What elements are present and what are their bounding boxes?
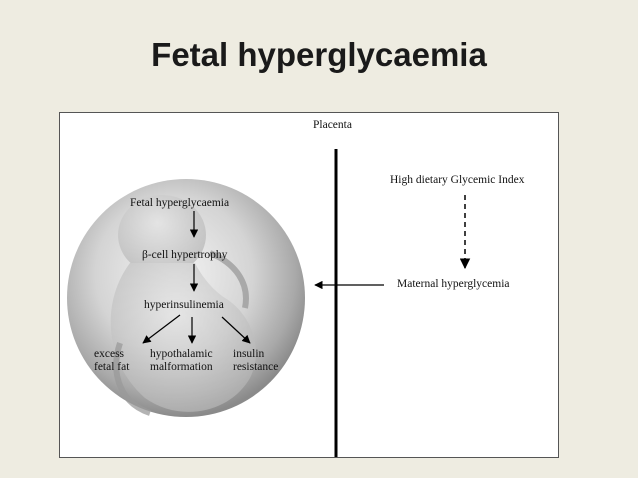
outcome-left-line2: fetal fat bbox=[94, 361, 130, 373]
placenta-label: Placenta bbox=[313, 119, 352, 131]
high-gi-label: High dietary Glycemic Index bbox=[390, 174, 525, 186]
fetal-arrow-left bbox=[142, 314, 181, 344]
outcome-excess-fetal-fat: excess fetal fat bbox=[94, 348, 129, 374]
outcome-right-line2: resistance bbox=[233, 361, 279, 373]
outcome-right-line1: insulin bbox=[233, 348, 265, 360]
outcome-mid-line2: malformation bbox=[150, 361, 213, 373]
diagram-graphics bbox=[67, 149, 471, 457]
outcome-left-line1: excess bbox=[94, 348, 125, 360]
fetal-hyperglycaemia-label: Fetal hyperglycaemia bbox=[130, 197, 230, 209]
beta-cell-hypertrophy-label: β-cell hypertrophy bbox=[142, 249, 228, 261]
maternal-hyperglycemia-label: Maternal hyperglycemia bbox=[397, 278, 510, 290]
fetus-silhouette bbox=[110, 195, 256, 416]
outcome-mid-line1: hypothalamic bbox=[150, 348, 213, 360]
outcome-insulin-resistance: insulin resistance bbox=[233, 348, 278, 374]
fetal-arrow-right bbox=[221, 316, 251, 344]
outcome-hypothalamic-malformation: hypothalamic malformation bbox=[150, 348, 213, 374]
slide-title: Fetal hyperglycaemia bbox=[151, 36, 487, 73]
hyperinsulinemia-label: hyperinsulinemia bbox=[144, 299, 224, 311]
diagram-figure: Placenta High dietary Glycemic Index Mat… bbox=[59, 112, 559, 458]
